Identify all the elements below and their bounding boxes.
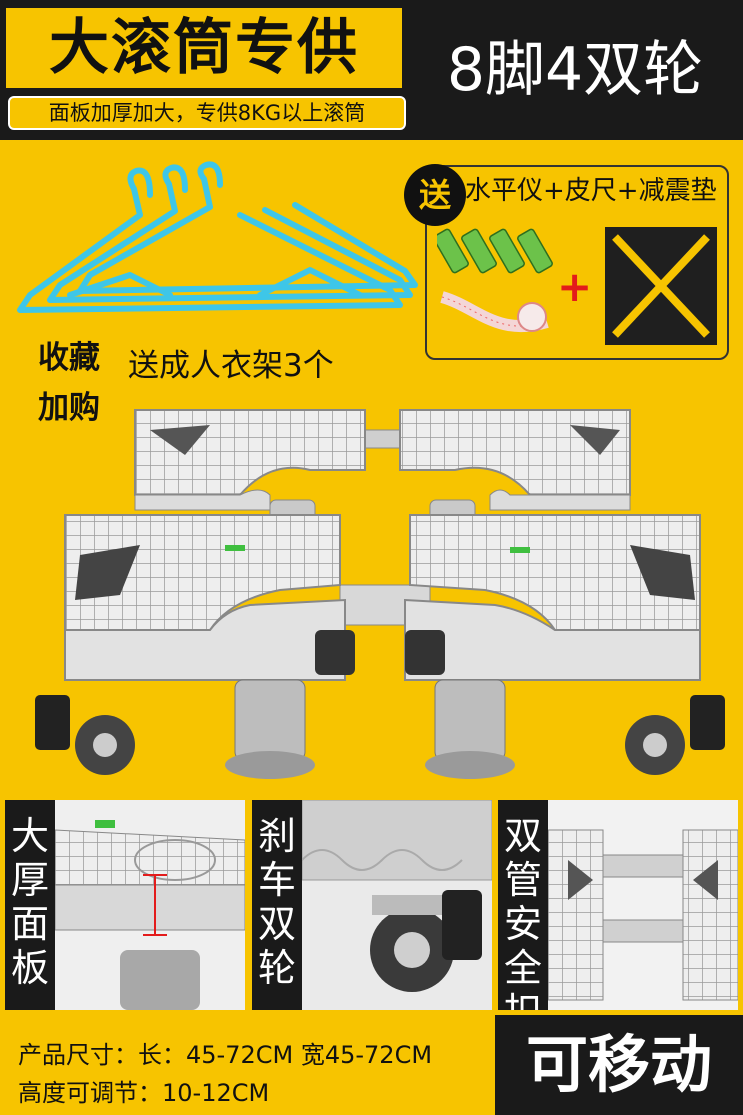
double-tube-image (548, 800, 738, 1010)
main-title: 大滚筒专供 (6, 8, 402, 88)
hanger-icon (17, 161, 418, 313)
gift-items-text: 水平仪+皮尺+减震垫 (465, 176, 717, 206)
thick-panel-image (55, 800, 245, 1010)
collect-add-cart-text: 收藏 加购 (38, 340, 100, 426)
washer-base-product-image (35, 409, 725, 779)
hanger-gift-caption: 送成人衣架3个 (128, 348, 334, 384)
gift-badge: 送 (404, 164, 466, 226)
feature-label-double-tube-lock: 双 管 安 全 扣 (498, 800, 548, 1010)
level-tool-icon (437, 228, 553, 274)
brake-wheel-image (302, 800, 492, 1010)
feature-label-brake-wheels: 刹 车 双 轮 (252, 800, 302, 1010)
product-specs: 产品尺寸：长：45-72CM 宽45-72CM 高度可调节：10-12CM (0, 1015, 495, 1115)
subtitle: 面板加厚加大，专供8KG以上滚筒 (8, 96, 406, 130)
spec-dimensions: 产品尺寸：长：45-72CM 宽45-72CM (18, 1041, 433, 1069)
spec-height: 高度可调节：10-12CM (18, 1079, 270, 1107)
gift-panel: 送 水平仪+皮尺+减震垫 + (404, 164, 729, 360)
right-title: 8脚4双轮 (446, 35, 704, 105)
movable-badge: 可移动 (495, 1015, 743, 1115)
feature-double-tube-lock: 双 管 安 全 扣 (498, 800, 738, 1010)
shock-pad-icon (605, 227, 717, 345)
feature-thick-panel: 大 厚 面 板 (5, 800, 245, 1010)
header-bar: 大滚筒专供 面板加厚加大，专供8KG以上滚筒 8脚4双轮 (0, 0, 743, 140)
feature-brake-wheels: 刹 车 双 轮 (252, 800, 492, 1010)
feature-label-thick-panel: 大 厚 面 板 (5, 800, 55, 1010)
plus-sign: + (557, 262, 593, 311)
tape-measure-icon (440, 291, 549, 333)
